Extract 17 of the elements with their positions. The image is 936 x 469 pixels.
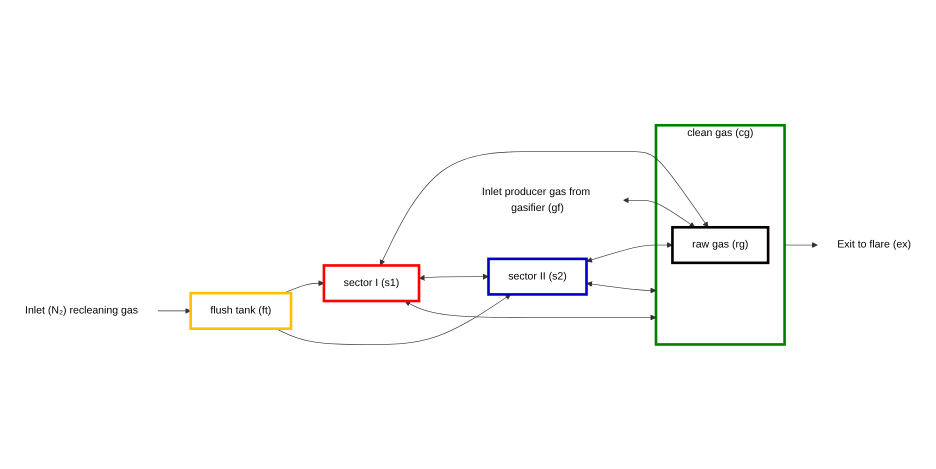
arrow	[419, 273, 489, 280]
arrow	[283, 280, 324, 294]
node-text: Inlet (N₂) recleaning gas	[25, 304, 138, 316]
arrow	[157, 308, 191, 314]
arrow	[276, 294, 512, 344]
arrow	[404, 300, 656, 320]
node-box: raw gas (rg)	[671, 226, 770, 264]
node-box: sector I (s1)	[322, 264, 420, 302]
node-text: Exit to flare (ex)	[837, 238, 911, 250]
arrow	[623, 197, 695, 228]
arrow	[586, 242, 673, 262]
arrow	[380, 150, 708, 266]
node-box: flush tank (ft)	[189, 291, 292, 330]
arrow	[784, 242, 818, 248]
node-text: Inlet producer gas from gasifier (gf)	[482, 186, 590, 214]
arrow	[586, 280, 656, 294]
node-box: sector II (s2)	[487, 257, 588, 296]
